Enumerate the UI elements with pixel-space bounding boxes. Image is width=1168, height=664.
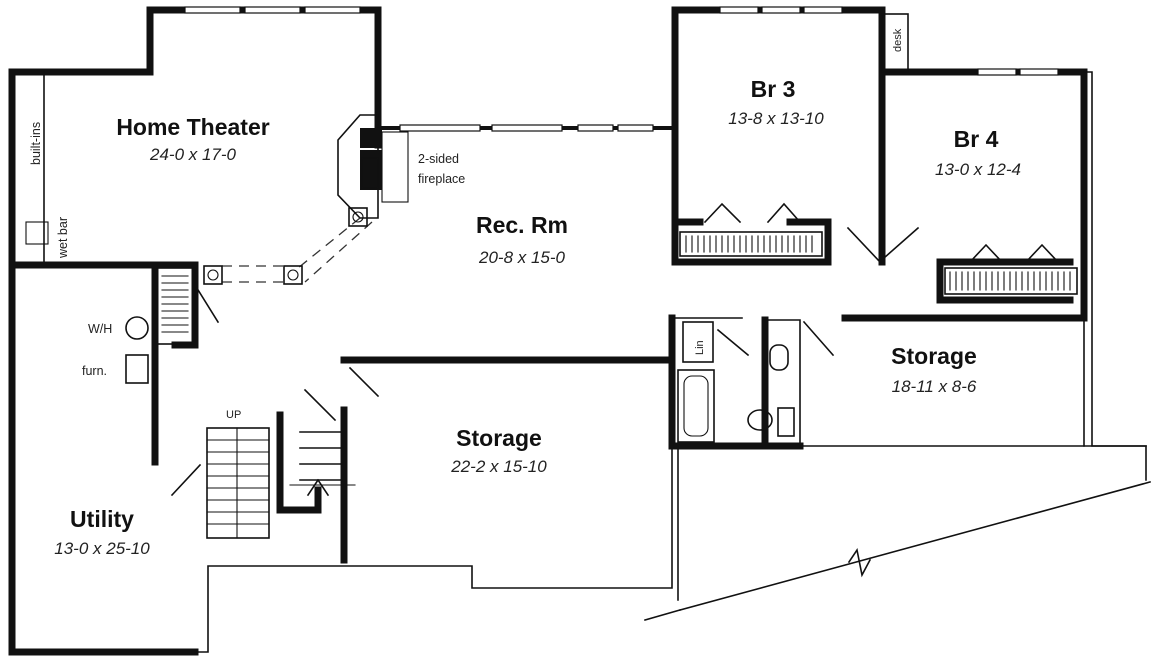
utility-dims: 13-0 x 25-10 [54, 539, 150, 558]
home-theater-features [8, 71, 409, 285]
exterior-walls [8, 6, 1151, 656]
closet-br4 [949, 271, 1071, 291]
shelving-left [161, 275, 189, 333]
interior-walls [340, 314, 835, 450]
annotations: built-ins wet bar 2-sided fireplace desk… [29, 28, 904, 421]
br4-name: Br 4 [954, 126, 999, 152]
br3-dims: 13-8 x 13-10 [728, 109, 824, 128]
lin-label: Lin [694, 340, 706, 355]
storage-center-dims: 22-2 x 15-10 [450, 457, 547, 476]
fireplace-label-line1: 2-sided [418, 152, 459, 166]
furn-label: furn. [82, 364, 107, 378]
utility-features [125, 261, 356, 564]
home-theater-dims: 24-0 x 17-0 [149, 145, 237, 164]
room-labels: Home Theater 24-0 x 17-0 Rec. Rm 20-8 x … [54, 76, 1021, 558]
built-ins-label: built-ins [29, 122, 43, 165]
rec-rm-name: Rec. Rm [476, 212, 568, 238]
br4-dims: 13-0 x 12-4 [935, 160, 1021, 179]
closet-br3 [685, 235, 813, 253]
home-theater-name: Home Theater [116, 114, 269, 140]
stair-up-label: UP [226, 409, 241, 421]
bedroom-fixtures [679, 13, 1078, 295]
storage-center-name: Storage [456, 425, 542, 451]
windows [184, 6, 1059, 132]
desk-label: desk [892, 28, 904, 52]
storage-right-dims: 18-11 x 8-6 [892, 377, 977, 396]
wh-label: W/H [88, 322, 112, 336]
fireplace-label-line2: fireplace [418, 172, 465, 186]
br3-name: Br 3 [751, 76, 796, 102]
wet-bar-label: wet bar [56, 217, 70, 259]
utility-name: Utility [70, 506, 134, 532]
storage-right-name: Storage [891, 343, 977, 369]
rec-rm-dims: 20-8 x 15-0 [478, 248, 566, 267]
